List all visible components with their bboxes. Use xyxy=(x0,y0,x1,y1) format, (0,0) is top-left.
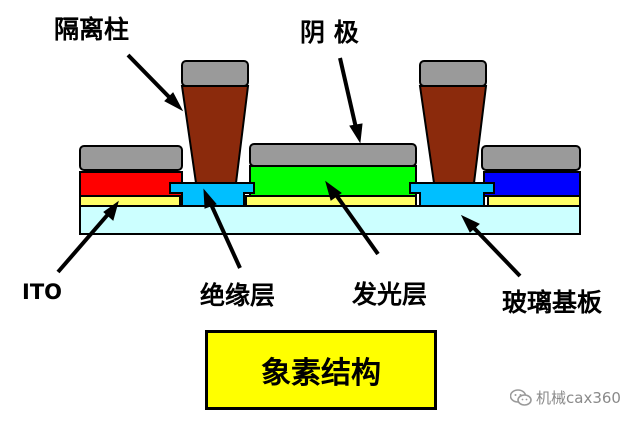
red-emissive-layer xyxy=(79,171,183,197)
label-insulating-layer: 绝缘层 xyxy=(200,281,276,310)
label-cathode: 阴 极 xyxy=(300,18,359,47)
arrow-spacer-pillar xyxy=(126,53,184,112)
label-emissive-layer: 发光层 xyxy=(352,280,428,309)
glass-substrate-layer xyxy=(79,205,581,235)
arrow-insulating-layer xyxy=(203,188,242,269)
ito-strip-right xyxy=(487,195,581,207)
pixel-structure-title-box: 象素结构 xyxy=(205,330,437,410)
insulating-layer-right xyxy=(409,182,495,207)
spacer-pillar-right-cap xyxy=(419,60,487,87)
label-spacer-pillar: 隔离柱 xyxy=(54,15,130,44)
cathode-pad-left xyxy=(79,145,183,171)
cathode-pad-center xyxy=(249,143,417,167)
pixel-structure-title: 象素结构 xyxy=(261,356,381,391)
spacer-pillar-left xyxy=(180,85,250,184)
label-ito: ITO xyxy=(22,280,62,304)
cathode-pad-right xyxy=(481,145,581,171)
spacer-pillar-right xyxy=(418,85,488,184)
ito-strip-left xyxy=(79,195,181,207)
spacer-pillar-left-cap xyxy=(181,60,249,87)
blue-emissive-layer xyxy=(483,171,581,197)
watermark-text: 机械cax360 xyxy=(536,389,621,407)
insulating-layer-left xyxy=(169,182,255,207)
arrow-cathode xyxy=(338,57,363,144)
watermark: 机械cax360 xyxy=(510,387,621,408)
arrow-emissive-layer xyxy=(325,180,380,256)
arrow-ito xyxy=(56,200,119,274)
label-glass-substrate: 玻璃基板 xyxy=(502,288,603,317)
arrow-glass-substrate xyxy=(460,214,522,278)
wechat-icon xyxy=(510,388,532,406)
